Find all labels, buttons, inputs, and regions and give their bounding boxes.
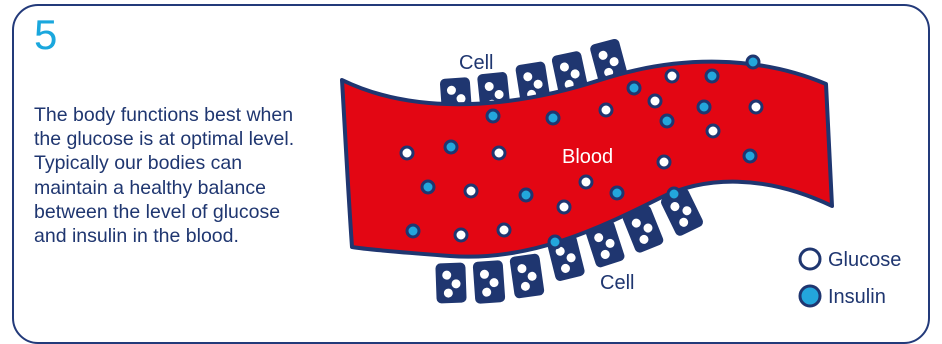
cell-label-bottom: Cell — [600, 272, 634, 294]
glucose-particle — [580, 176, 592, 188]
insulin-particle — [706, 70, 718, 82]
insulin-particle — [487, 110, 499, 122]
insulin-particle — [747, 56, 759, 68]
glucose-particle — [707, 125, 719, 137]
insulin-particle — [668, 188, 680, 200]
cell-bottom-1 — [435, 262, 466, 303]
cell-bottom-3 — [509, 253, 545, 299]
glucose-particle — [558, 201, 570, 213]
insulin-particle — [407, 225, 419, 237]
insulin-particle — [547, 112, 559, 124]
insulin-particle — [520, 189, 532, 201]
blood-cell-diagram: Cell Blood Cell Glucose Insulin — [0, 0, 942, 321]
glucose-particle — [649, 95, 661, 107]
legend-glucose-icon — [800, 249, 820, 269]
glucose-particle — [666, 70, 678, 82]
insulin-particle — [445, 141, 457, 153]
glucose-particle — [658, 156, 670, 168]
insulin-particle — [549, 236, 561, 248]
glucose-particle — [600, 104, 612, 116]
insulin-particle — [628, 82, 640, 94]
cell-label-top: Cell — [459, 52, 493, 74]
glucose-particle — [493, 147, 505, 159]
legend: Glucose Insulin — [800, 249, 901, 308]
glucose-particle — [401, 147, 413, 159]
glucose-particle — [465, 185, 477, 197]
legend-glucose-label: Glucose — [828, 249, 901, 271]
insulin-particle — [611, 187, 623, 199]
legend-insulin-label: Insulin — [828, 286, 886, 308]
insulin-particle — [744, 150, 756, 162]
cell-bottom-2 — [473, 260, 506, 304]
insulin-particle — [661, 115, 673, 127]
insulin-particle — [422, 181, 434, 193]
blood-label: Blood — [562, 146, 613, 168]
glucose-particle — [455, 229, 467, 241]
legend-insulin-icon — [800, 286, 820, 306]
insulin-particle — [698, 101, 710, 113]
glucose-particle — [498, 224, 510, 236]
glucose-particle — [750, 101, 762, 113]
